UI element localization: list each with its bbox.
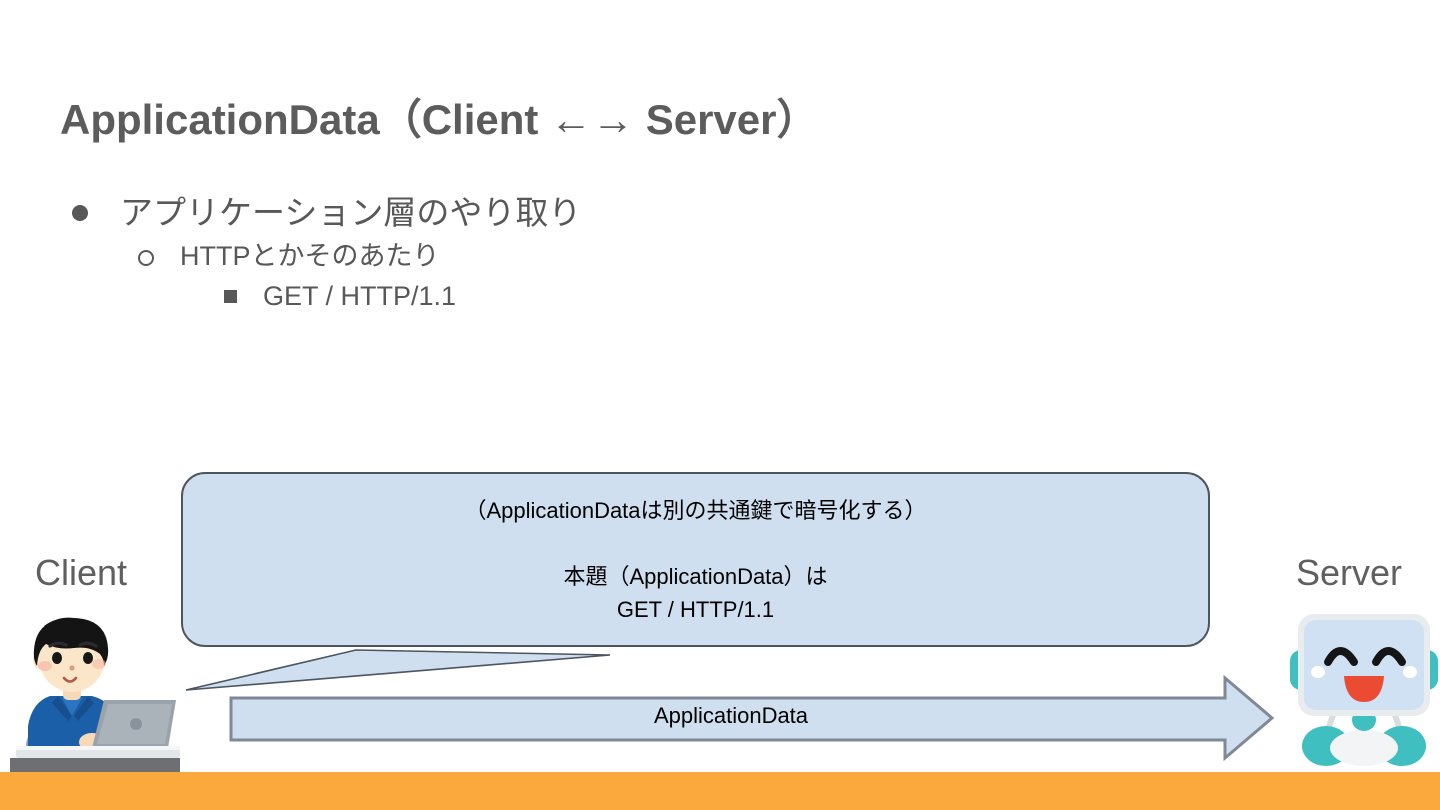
bullet-disc-icon: [72, 205, 88, 221]
speech-bubble-tail: [185, 649, 611, 691]
list-item: アプリケーション層のやり取り: [72, 190, 972, 236]
list-item-label: HTTPとかそのあたり: [180, 241, 440, 271]
arrow-label: ApplicationData: [653, 703, 809, 728]
client-label: Client: [35, 552, 128, 593]
bottom-accent-bar: [0, 772, 1440, 810]
smiling-robot-icon: [1290, 614, 1438, 766]
application-data-arrow: [229, 674, 1275, 762]
server-label: Server: [1296, 552, 1403, 593]
bullet-square-icon: [224, 290, 237, 303]
bullet-circle-icon: [138, 250, 154, 266]
speech-bubble: （ApplicationDataは別の共通鍵で暗号化する） 本題（Applica…: [181, 472, 1210, 647]
person-at-laptop-icon: [10, 617, 180, 772]
bullet-list: アプリケーション層のやり取り HTTPとかそのあたり GET / HTTP/1.…: [72, 190, 972, 316]
page-title: ApplicationData（Client ←→ Server）: [60, 96, 819, 143]
list-item-label: アプリケーション層のやり取り: [120, 194, 582, 231]
list-item: GET / HTTP/1.1: [224, 276, 972, 316]
speech-bubble-text: （ApplicationDataは別の共通鍵で暗号化する） 本題（Applica…: [464, 498, 927, 622]
list-item: HTTPとかそのあたり: [138, 236, 972, 276]
list-item-label: GET / HTTP/1.1: [263, 281, 457, 311]
